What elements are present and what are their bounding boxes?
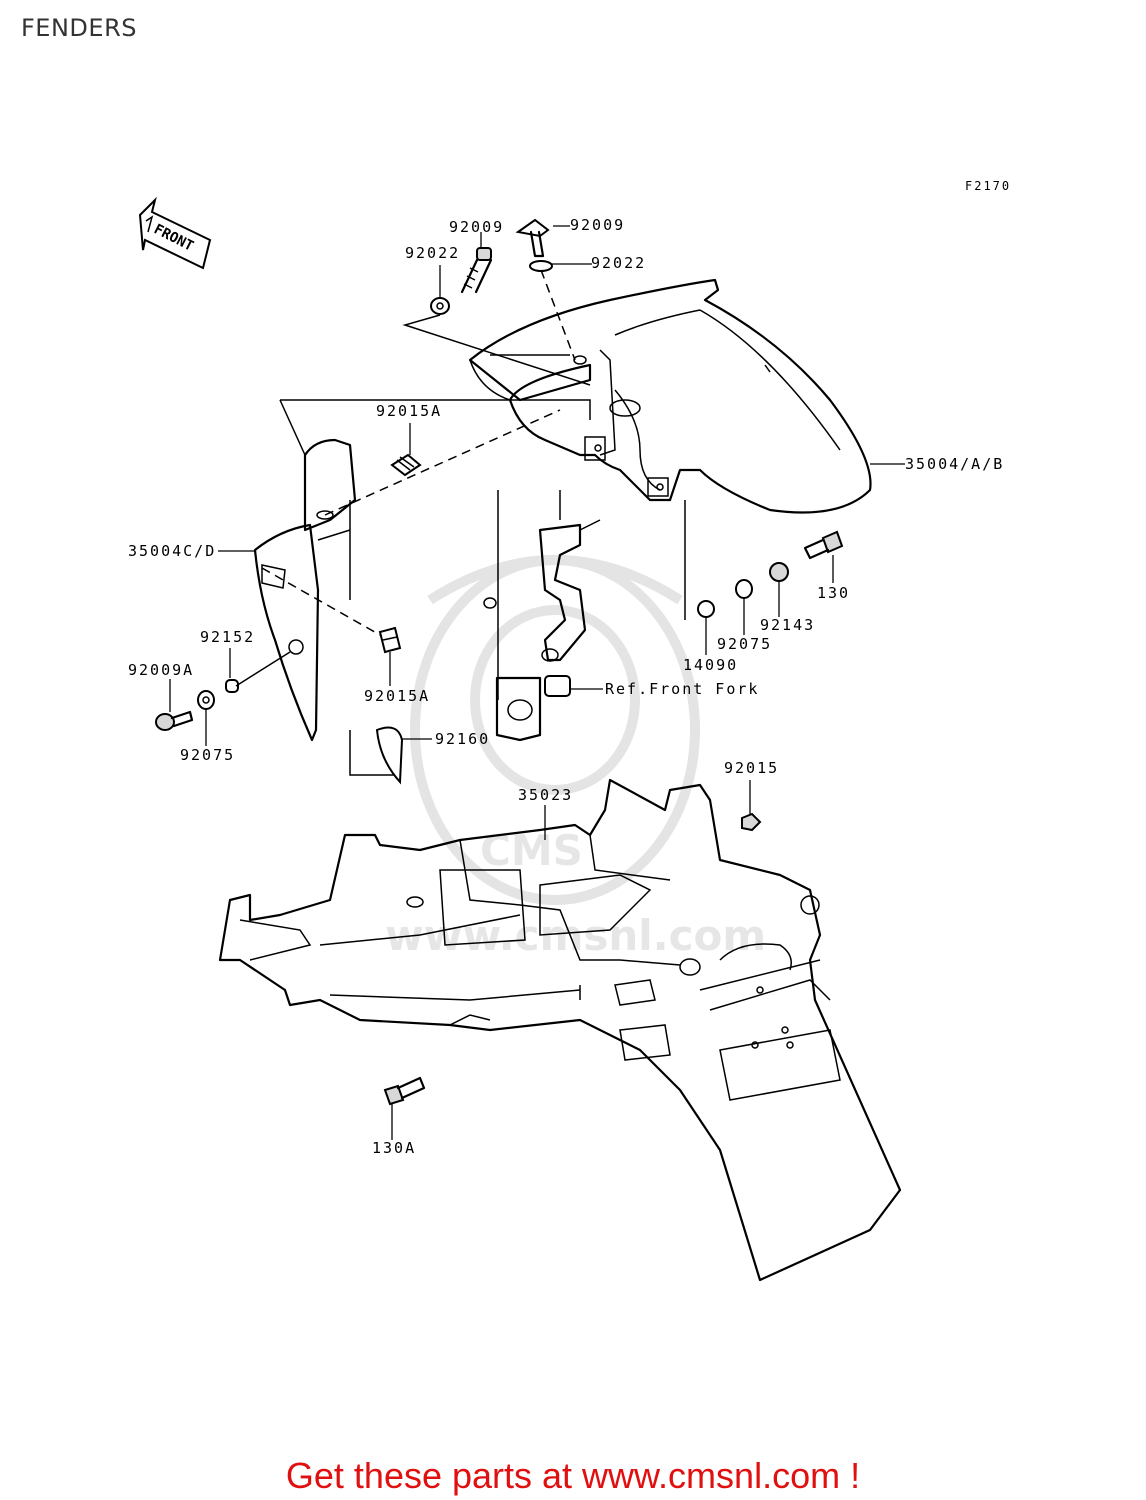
callout-ref-front-fork: Ref.Front Fork [605,680,759,698]
callout-14090: 14090 [683,656,738,674]
fender-side-cover-35004CD [253,438,357,742]
callout-92009A: 92009A [128,661,194,679]
figure-code: F2170 [965,179,1011,193]
promo-link[interactable]: Get these parts at www.cmsnl.com ! [285,1455,861,1496]
callout-130A: 130A [372,1139,416,1157]
assembly-line-cover [324,409,561,516]
callout-92009-right: 92009 [570,216,625,234]
watermark-logo: CMS www.cmsnl.com [385,555,766,960]
pad-92160 [375,726,404,785]
bolt-92009A [155,710,194,731]
washer-92022-right [529,260,553,272]
assembly-line-clip [261,567,381,636]
bracket-outline-left [349,500,400,776]
clip-92015A-bottom [378,626,402,654]
nut-92015 [741,812,762,832]
bolt-92009-left [460,247,493,294]
screw-92009-right [515,218,550,258]
rear-fender-35023 [218,778,902,1282]
callout-92022-left: 92022 [405,244,460,262]
assembly-line-grommet [235,651,291,687]
bolt-130A [383,1076,426,1106]
front-fender [468,278,872,514]
bracket-outline-top [280,399,591,420]
callout-92009-left: 92009 [449,218,504,236]
callout-35004AB: 35004/A/B [905,455,1004,473]
assembly-line-left-screw [402,314,591,386]
front-fork-reference [483,490,601,742]
washer-92075-left [197,690,215,710]
washer-92022-left [430,297,450,315]
collar-92143 [769,562,789,582]
callout-92022-right: 92022 [591,254,646,272]
page-title: FENDERS [21,14,137,42]
washer-14090 [697,600,715,618]
callout-92015: 92015 [724,759,779,777]
assembly-line-right-screw [540,269,576,361]
front-direction-arrow: FRONT [138,196,212,270]
callout-92143: 92143 [760,616,815,634]
grommet-92152 [225,679,239,693]
callout-92015A-bottom: 92015A [364,687,430,705]
callout-leaders [169,225,905,1140]
callout-92160: 92160 [435,730,490,748]
bolt-130 [803,530,844,560]
callout-35004CD: 35004C/D [128,542,216,560]
washer-92075-right [735,579,753,599]
callout-92015A-top: 92015A [376,402,442,420]
callout-92075-right: 92075 [717,635,772,653]
clip-92015A-top [390,453,422,477]
callout-92152: 92152 [200,628,255,646]
callout-130: 130 [817,584,850,602]
bracket-outline-side [279,399,306,456]
callout-92075-left: 92075 [180,746,235,764]
callout-35023: 35023 [518,786,573,804]
watermark-url: www.cmsnl.com [385,911,766,960]
watermark-logo-text: CMS [480,826,583,875]
